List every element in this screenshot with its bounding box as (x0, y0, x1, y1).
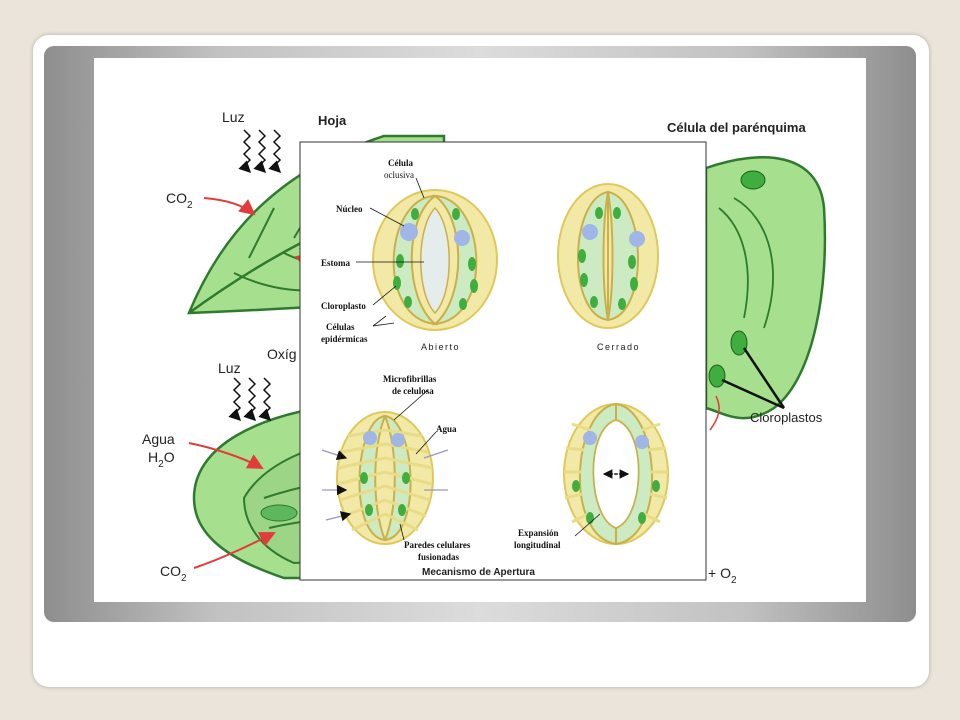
cell-title-label: Célula del parénquima (667, 120, 806, 135)
expansion-label-1: Expansión (518, 528, 559, 538)
light-arrows-bottom (228, 377, 272, 422)
water-label: Agua (142, 431, 175, 447)
epidermal-label-2: epidérmicas (321, 334, 368, 344)
nucleus-label: Núcleo (336, 204, 363, 214)
fused-walls-label-1: Paredes celulares (404, 540, 471, 550)
guard-cell-label-1: Célula (388, 158, 414, 168)
stomata-figure: Hoja Célula del parénquima Luz Luz CO2 C… (94, 58, 866, 602)
open-stoma-illustration (372, 189, 498, 331)
open-label: Abierto (421, 342, 460, 352)
light-label-top: Luz (222, 109, 245, 125)
chloroplast-label: Cloroplasto (321, 301, 366, 311)
stoma-label: Estoma (321, 258, 350, 268)
co2-label-bottom: CO2 (160, 563, 187, 584)
microfibrils-stoma-illustration (321, 411, 449, 545)
microfibrils-label-1: Microfibrillas (383, 374, 437, 384)
parenchyma-cell-illustration (704, 156, 827, 431)
light-label-bottom: Luz (218, 360, 241, 376)
epidermal-label-1: Células (326, 322, 355, 332)
light-arrows-top (238, 129, 282, 174)
inset-caption: Mecanismo de Apertura (422, 567, 535, 578)
water-arrow (188, 442, 264, 469)
closed-label: Cerrado (597, 342, 640, 352)
guard-cell-label-2: oclusiva (384, 170, 414, 180)
co2-arrow-top (203, 197, 256, 216)
expansion-label-2: longitudinal (514, 540, 561, 550)
expansion-stoma-illustration (563, 402, 669, 546)
figure-canvas: Hoja Célula del parénquima Luz Luz CO2 C… (142, 109, 827, 586)
leaf-title-label: Hoja (318, 113, 347, 128)
microfibrils-label-2: de celulosa (392, 386, 434, 396)
co2-arrow-bottom (193, 532, 276, 569)
fused-walls-label-2: fusionadas (418, 552, 460, 562)
chloroplasts-label: Cloroplastos (750, 410, 823, 425)
water-inset-label: Agua (436, 424, 457, 434)
o2-label: + O2 (708, 565, 737, 586)
inset-leader-lines (356, 177, 601, 541)
h2o-label: H2O (148, 449, 175, 470)
oxygen-label: Oxíg (267, 346, 297, 362)
stomata-inset: Célula oclusiva Núcleo Estoma Cloroplast… (299, 141, 707, 581)
co2-label-top: CO2 (166, 190, 193, 211)
closed-stoma-illustration (557, 183, 659, 329)
